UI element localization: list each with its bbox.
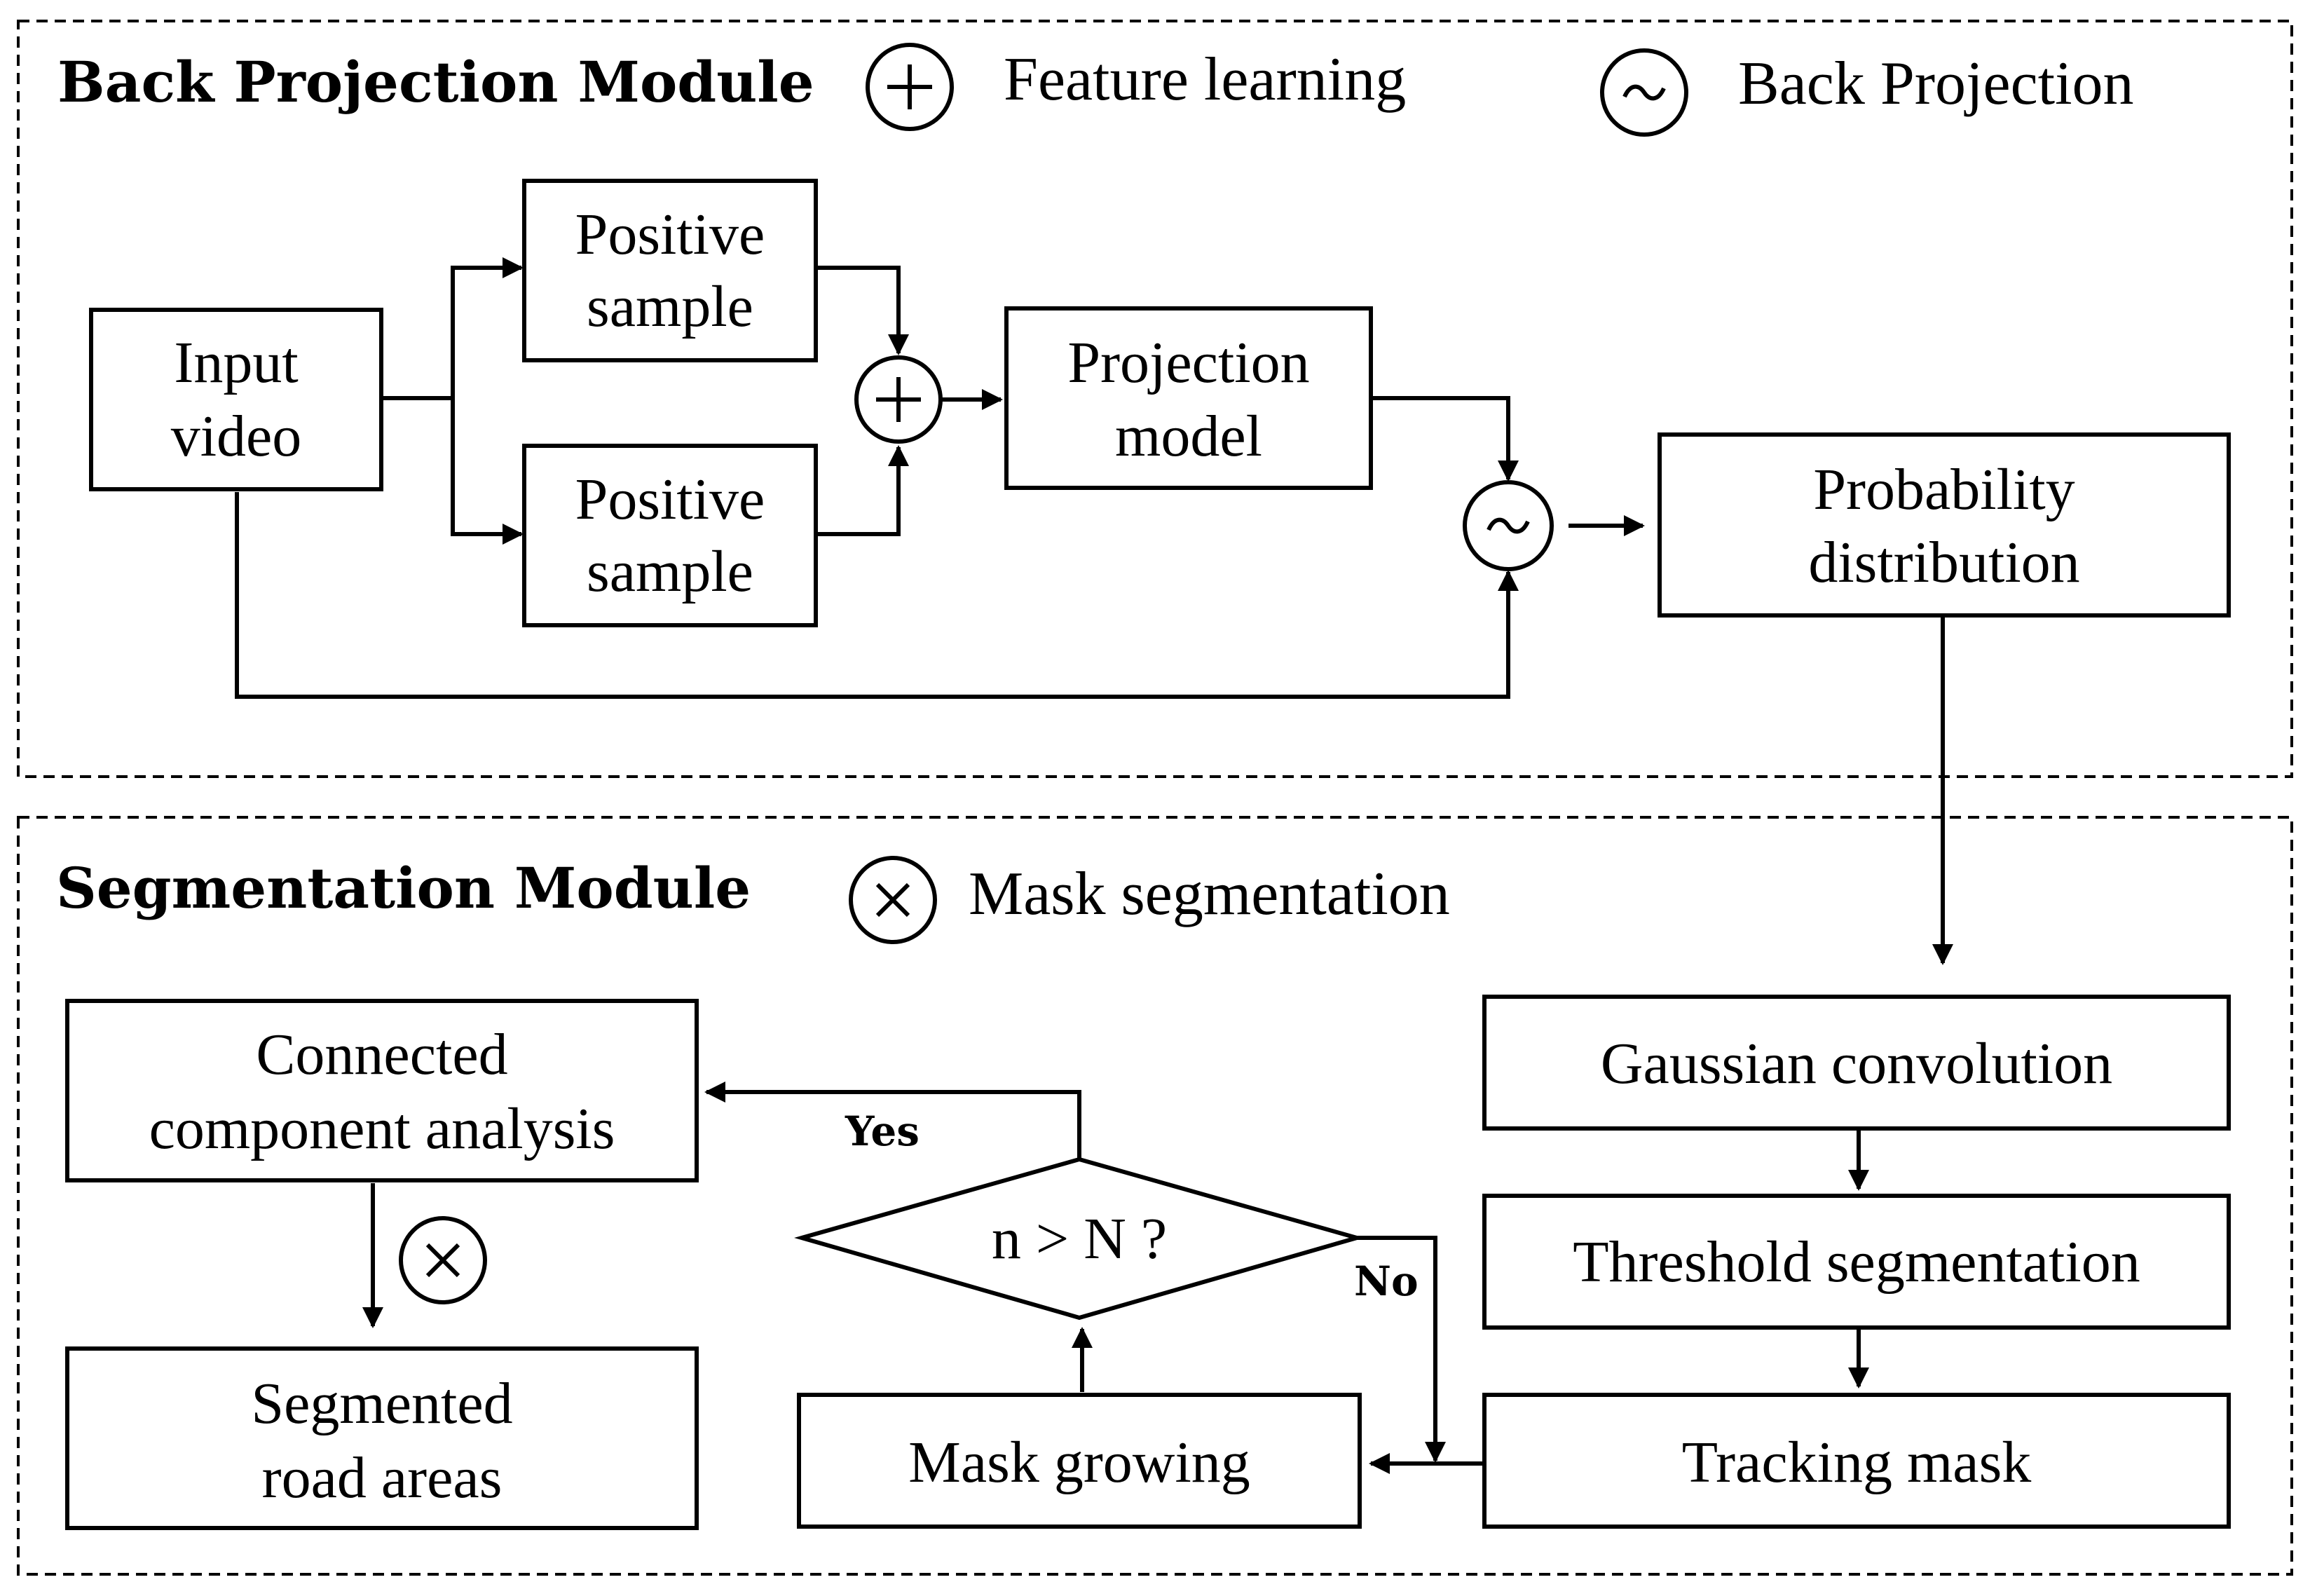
input-video-box: Input video <box>89 308 383 491</box>
probability-distribution-label-line1: Probability <box>1813 457 2075 522</box>
mask-segmentation-operator-icon <box>399 1216 487 1304</box>
gaussian-convolution-label: Gaussian convolution <box>1601 1031 2112 1096</box>
gaussian-convolution-box: Gaussian convolution <box>1482 995 2231 1131</box>
input-video-label-line1: Input <box>174 330 298 395</box>
edge-positive-top-to-plus <box>816 266 909 355</box>
back-projection-legend-icon <box>1600 48 1688 137</box>
tracking-mask-box: Tracking mask <box>1482 1393 2231 1529</box>
positive-sample-top-label-line2: sample <box>587 274 753 339</box>
decision-diamond: n > N ? <box>794 1157 1365 1321</box>
decision-label: n > N ? <box>992 1206 1167 1271</box>
back-projection-legend-label: Back Projection <box>1738 50 2134 118</box>
mask-growing-label: Mask growing <box>908 1430 1250 1495</box>
connected-component-label-line2: component analysis <box>149 1096 615 1161</box>
threshold-segmentation-box: Threshold segmentation <box>1482 1194 2231 1330</box>
edge-input-to-positive-top <box>451 257 524 398</box>
threshold-segmentation-label: Threshold segmentation <box>1573 1229 2140 1295</box>
edge-input-to-positive-bottom <box>451 398 524 545</box>
back-projection-module-title: Back Projection Module <box>57 49 814 115</box>
probability-distribution-label-line2: distribution <box>1808 530 2079 595</box>
connected-component-box: Connected component analysis <box>65 999 699 1182</box>
segmented-road-label-line2: road areas <box>262 1445 503 1510</box>
edge-decision-yes <box>704 1082 1081 1159</box>
feature-learning-legend-icon <box>866 43 954 131</box>
feature-learning-legend-label: Feature learning <box>1004 46 1406 114</box>
edge-input-to-backproj <box>235 492 1519 699</box>
yes-edge-label: Yes <box>845 1107 920 1155</box>
connectors <box>235 257 1953 1474</box>
edge-projection-to-backproj <box>1371 396 1519 482</box>
positive-sample-bottom-box: Positive sample <box>522 444 818 627</box>
back-projection-operator-icon <box>1463 480 1554 571</box>
segmentation-module-frame <box>17 816 2293 1576</box>
positive-sample-bottom-label-line1: Positive <box>575 467 765 532</box>
mask-growing-box: Mask growing <box>797 1393 1362 1529</box>
tracking-mask-label: Tracking mask <box>1682 1430 2032 1495</box>
segmented-road-box: Segmented road areas <box>65 1346 699 1530</box>
positive-sample-top-box: Positive sample <box>522 179 818 362</box>
feature-learning-operator-icon <box>854 355 943 444</box>
segmented-road-label-line1: Segmented <box>251 1371 512 1436</box>
projection-model-label-line1: Projection <box>1067 330 1309 395</box>
back-projection-module-frame <box>17 20 2293 778</box>
mask-segmentation-legend-label: Mask segmentation <box>969 860 1450 928</box>
connected-component-label-line1: Connected <box>256 1022 507 1087</box>
edge-decision-no <box>1357 1236 1446 1463</box>
projection-model-label-line2: model <box>1115 404 1262 469</box>
positive-sample-bottom-label-line2: sample <box>587 539 753 604</box>
no-edge-label: No <box>1354 1257 1419 1305</box>
input-video-label-line2: video <box>171 404 302 469</box>
mask-segmentation-legend-icon <box>849 856 937 944</box>
projection-model-box: Projection model <box>1004 306 1373 490</box>
segmentation-module-title: Segmentation Module <box>56 855 751 921</box>
positive-sample-top-label-line1: Positive <box>575 202 765 267</box>
edge-positive-bottom-to-plus <box>816 445 909 536</box>
probability-distribution-box: Probability distribution <box>1658 432 2231 618</box>
